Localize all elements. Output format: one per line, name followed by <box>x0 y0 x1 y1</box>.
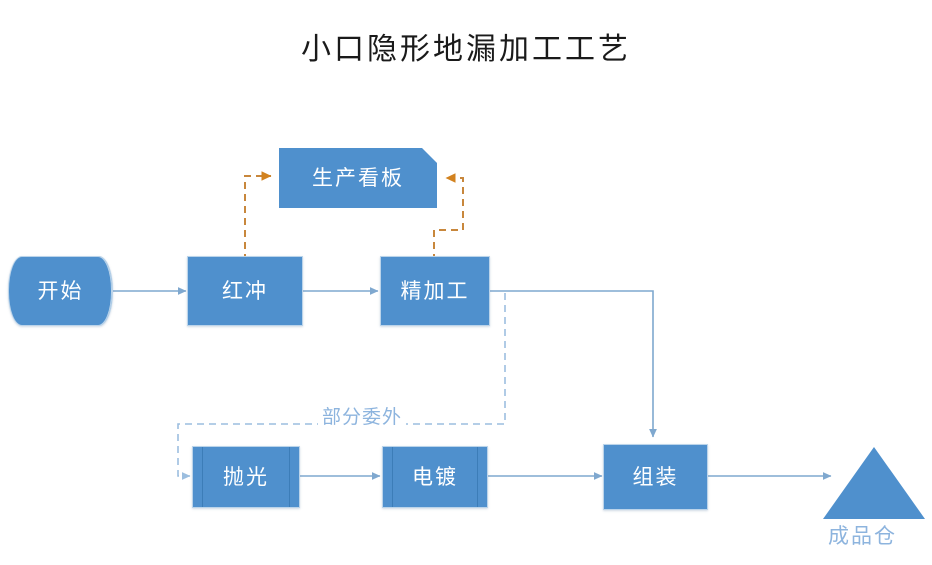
edge-hongchong-to-kanban <box>244 171 272 261</box>
node-chengpincang-label: 成品仓 <box>828 524 897 548</box>
edge-jingjiagong-to-kanban <box>433 173 464 261</box>
predefined-bar-right <box>477 447 478 507</box>
node-hongchong[interactable]: 红冲 <box>187 256 303 326</box>
node-start-label: 开始 <box>37 278 84 303</box>
predefined-bar-right <box>289 447 290 507</box>
node-zuzhuang-label: 组装 <box>632 464 679 489</box>
node-kanban-label: 生产看板 <box>312 165 404 190</box>
node-diandu-label: 电镀 <box>412 464 458 489</box>
node-start[interactable]: 开始 <box>8 256 113 326</box>
node-jingjiagong[interactable]: 精加工 <box>380 256 490 326</box>
node-chengpincang-triangle[interactable] <box>823 447 925 519</box>
node-kanban[interactable]: 生产看板 <box>279 148 437 208</box>
edge-label-outsourcing: 部分委外 <box>318 408 407 427</box>
edge-jingjiagong-to-zuzhuang <box>490 290 657 438</box>
page-title: 小口隐形地漏加工工艺 <box>301 32 631 67</box>
node-hongchong-label: 红冲 <box>222 278 268 303</box>
predefined-bar-left <box>392 447 393 507</box>
node-paoguang-label: 抛光 <box>223 464 269 489</box>
node-paoguang[interactable]: 抛光 <box>192 446 300 508</box>
node-diandu[interactable]: 电镀 <box>382 446 488 508</box>
node-jingjiagong-label: 精加工 <box>400 278 470 303</box>
node-zuzhuang[interactable]: 组装 <box>603 444 708 510</box>
predefined-bar-left <box>202 447 203 507</box>
